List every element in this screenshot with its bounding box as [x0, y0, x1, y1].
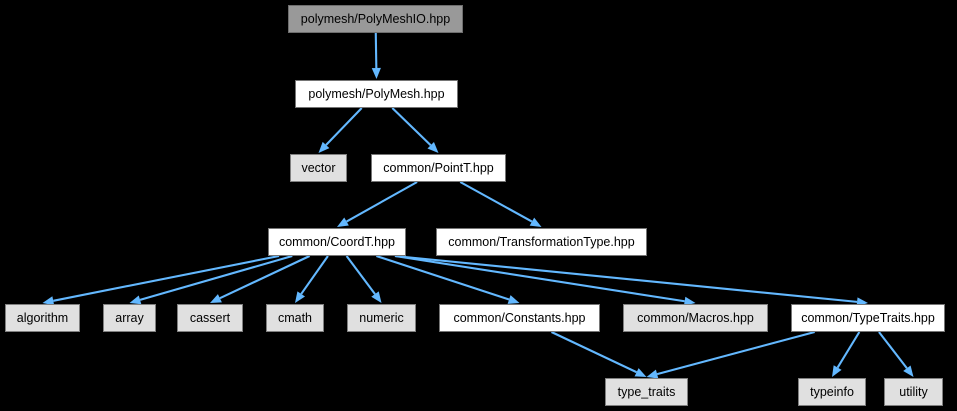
- graph-edge-line: [656, 330, 815, 376]
- graph-edge-arrowhead: [634, 368, 647, 377]
- graph-edge-arrowhead: [129, 295, 142, 305]
- graph-node-label: common/PointT.hpp: [383, 160, 494, 175]
- graph-node-array[interactable]: array: [103, 304, 156, 332]
- graph-node-vector[interactable]: vector: [290, 154, 347, 182]
- graph-node-utility[interactable]: utility: [884, 378, 943, 406]
- graph-edge-arrowhead: [210, 294, 222, 303]
- graph-edge-arrowhead: [42, 296, 55, 306]
- graph-edge-line: [346, 181, 418, 223]
- graph-node-type_traits[interactable]: type_traits: [605, 378, 688, 406]
- graph-edge-arrowhead: [371, 291, 382, 303]
- graph-edge-line: [878, 331, 908, 369]
- graph-node-cassert[interactable]: cassert: [177, 304, 243, 332]
- graph-edge-arrowhead: [683, 296, 696, 306]
- graph-edge-line: [325, 107, 363, 146]
- graph-node-transformationtype[interactable]: common/TransformationType.hpp: [436, 228, 647, 256]
- graph-node-label: polymesh/PolyMeshIO.hpp: [300, 11, 451, 26]
- graph-edge-line: [551, 331, 638, 374]
- graph-edge-line: [376, 255, 510, 301]
- graph-edge-line: [139, 254, 293, 301]
- graph-node-label: array: [115, 310, 144, 325]
- graph-edge-line: [394, 254, 858, 303]
- graph-edge-line: [53, 254, 280, 302]
- graph-edge-line: [394, 254, 685, 303]
- graph-node-constants[interactable]: common/Constants.hpp: [439, 304, 600, 332]
- graph-edge-line: [391, 107, 432, 146]
- graph-edge-arrowhead: [832, 365, 842, 377]
- graph-node-label: common/Constants.hpp: [453, 310, 586, 325]
- graph-node-cmath[interactable]: cmath: [266, 304, 324, 332]
- graph-edge-line: [219, 255, 311, 300]
- graph-node-label: common/TypeTraits.hpp: [801, 310, 935, 325]
- graph-node-pointt[interactable]: common/PointT.hpp: [371, 154, 506, 182]
- graph-edge-arrowhead: [646, 369, 659, 379]
- graph-edge-arrowhead: [318, 141, 330, 153]
- graph-node-polymesh[interactable]: polymesh/PolyMesh.hpp: [295, 80, 458, 108]
- graph-edge-line: [300, 255, 329, 295]
- graph-node-label: typeinfo: [810, 384, 854, 399]
- graph-edge-arrowhead: [903, 365, 914, 377]
- graph-edge-line: [374, 32, 378, 69]
- graph-node-label: vector: [301, 160, 336, 175]
- graph-edge-arrowhead: [337, 217, 349, 227]
- graph-node-label: type_traits: [617, 384, 676, 399]
- graph-node-typeinfo[interactable]: typeinfo: [798, 378, 866, 406]
- graph-node-macros[interactable]: common/Macros.hpp: [623, 304, 768, 332]
- graph-node-label: common/Macros.hpp: [637, 310, 754, 325]
- graph-node-label: algorithm: [16, 310, 69, 325]
- graph-edge-line: [836, 331, 861, 369]
- graph-edge-arrowhead: [371, 67, 381, 79]
- graph-node-label: polymesh/PolyMesh.hpp: [308, 86, 445, 101]
- graph-node-label: common/CoordT.hpp: [278, 234, 396, 249]
- graph-node-label: utility: [899, 384, 928, 399]
- graph-node-coordt[interactable]: common/CoordT.hpp: [268, 228, 406, 256]
- graph-node-polymeshio[interactable]: polymesh/PolyMeshIO.hpp: [288, 5, 463, 33]
- graph-edge-arrowhead: [507, 295, 520, 304]
- graph-node-algorithm[interactable]: algorithm: [5, 304, 80, 332]
- graph-edge-line: [459, 181, 533, 223]
- graph-node-label: cassert: [189, 310, 231, 325]
- graph-node-label: cmath: [277, 310, 313, 325]
- graph-node-label: common/TransformationType.hpp: [448, 234, 635, 249]
- graph-edge-arrowhead: [529, 217, 542, 227]
- graph-node-numeric[interactable]: numeric: [347, 304, 416, 332]
- graph-edge-arrowhead: [295, 291, 306, 303]
- graph-edge-line: [345, 255, 376, 295]
- graph-node-label: numeric: [359, 310, 404, 325]
- graph-node-typetraits[interactable]: common/TypeTraits.hpp: [791, 304, 945, 332]
- graph-edge-arrowhead: [427, 141, 439, 153]
